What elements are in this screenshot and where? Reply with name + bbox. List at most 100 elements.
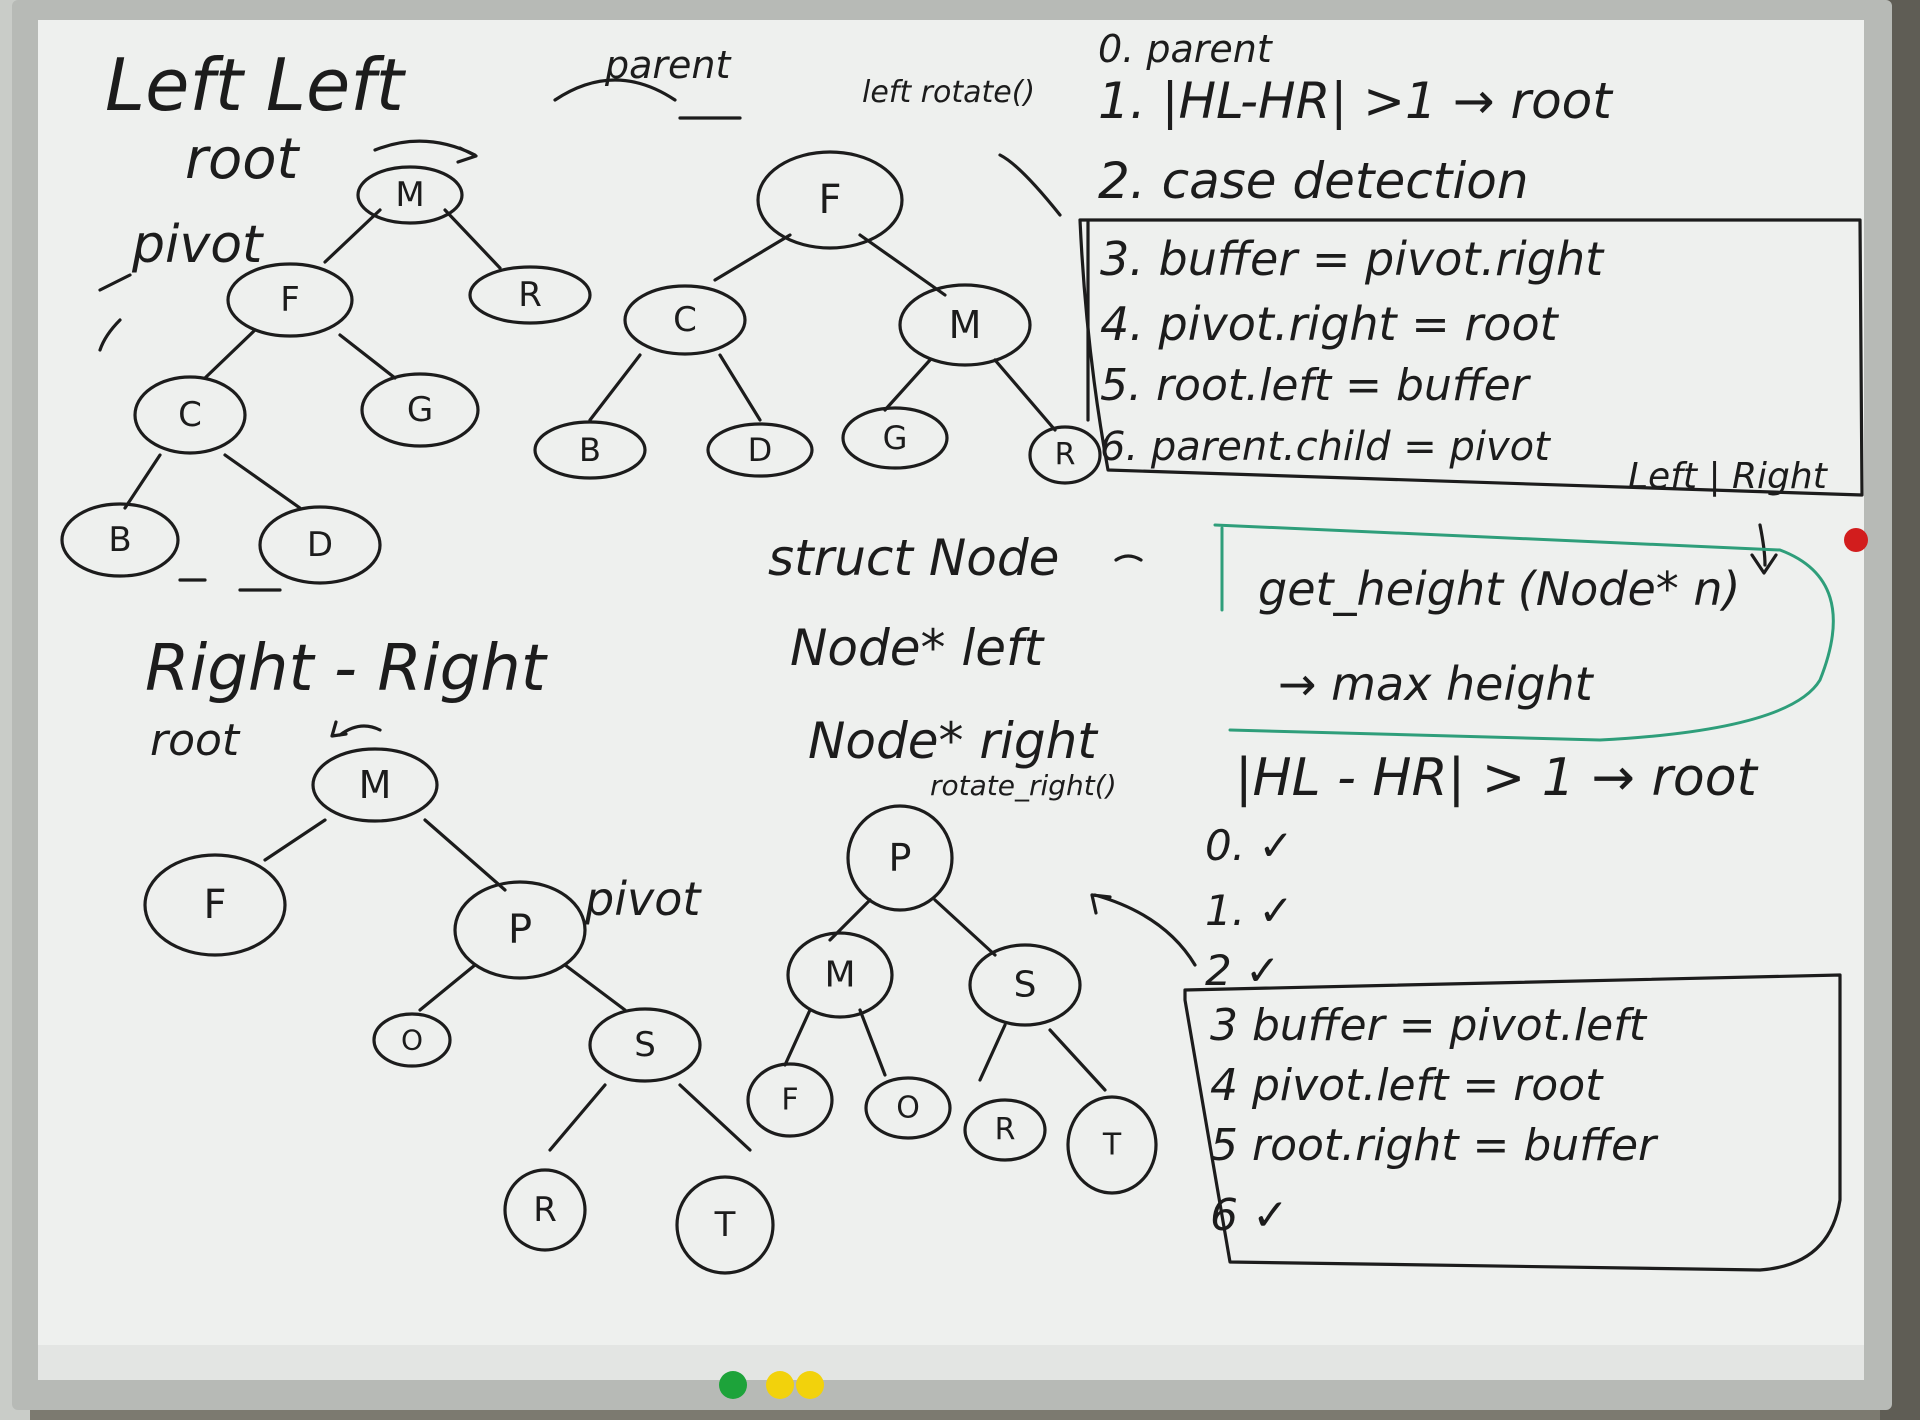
tree-node <box>258 505 382 585</box>
tree-node <box>706 422 814 478</box>
tree-node <box>864 1076 952 1140</box>
tree-node <box>841 406 949 470</box>
node-label: C <box>178 395 202 435</box>
tree-node <box>356 165 464 225</box>
node-label: R <box>995 1113 1016 1148</box>
tree-node <box>311 747 439 823</box>
left-rotate-note: left rotate() <box>862 75 1035 110</box>
pivot-label-bottom: pivot <box>584 872 702 926</box>
node-label: P <box>508 907 532 953</box>
node-label: S <box>634 1025 656 1065</box>
node-label: D <box>748 431 773 469</box>
node-label: T <box>1102 1128 1122 1163</box>
tree-node <box>533 420 647 480</box>
node-label: D <box>307 525 333 565</box>
node-label: R <box>1055 438 1076 473</box>
height-box-outline <box>1213 523 1835 742</box>
step-0-bottom: 0. ✓ <box>1205 821 1294 870</box>
condition-bottom: |HL - HR| > 1 → root <box>1235 748 1759 808</box>
node-label: G <box>407 390 433 430</box>
tree-node <box>746 1062 834 1138</box>
node-label: G <box>883 419 908 457</box>
magnet <box>796 1371 824 1399</box>
node-label: B <box>579 431 601 469</box>
magnet <box>719 1371 747 1399</box>
step-0-top: 0. parent <box>1098 27 1274 71</box>
tree-node <box>226 262 354 338</box>
left-left-after-tree: F C M B D G R <box>533 150 1102 485</box>
step-1-top: 1. |HL-HR| >1 → root <box>1098 72 1614 130</box>
step-3-top: 3. buffer = pivot.right <box>1100 232 1605 286</box>
tree-node <box>898 283 1032 367</box>
node-label: M <box>824 955 855 996</box>
tree-node <box>963 1098 1047 1162</box>
right-right-before-tree: M F P O S R T <box>143 747 775 1275</box>
tree-node <box>143 853 287 957</box>
tree-node <box>1066 1095 1158 1195</box>
right-right-after-tree: P M S F O R T <box>746 804 1158 1195</box>
height-line-1: get_height (Node* n) <box>1258 562 1741 616</box>
node-label: B <box>108 520 131 560</box>
tree-node <box>60 502 180 578</box>
tree-node <box>675 1175 775 1275</box>
node-label: P <box>889 836 912 880</box>
node-label: O <box>896 1091 920 1126</box>
step-1-bottom: 1. ✓ <box>1205 886 1294 935</box>
node-label: F <box>781 1083 798 1118</box>
node-label: F <box>280 280 300 320</box>
tree-node <box>623 284 747 356</box>
steps-bottom-box-outline <box>1183 973 1842 1272</box>
node-label: S <box>1014 965 1037 1006</box>
left-left-title: Left Left <box>105 43 407 127</box>
tree-node <box>372 1012 452 1068</box>
node-label: M <box>359 763 392 807</box>
left-left-after-edges <box>588 233 1057 432</box>
down-arrow-icon <box>1750 523 1778 575</box>
node-label: O <box>401 1024 423 1057</box>
height-line-2: → max height <box>1278 657 1595 711</box>
node-label: F <box>818 177 841 223</box>
tree-node <box>846 804 954 912</box>
pivot-label-top: pivot <box>131 215 264 275</box>
left-left-before-tree: M F R C G B D <box>60 165 592 585</box>
node-label: M <box>949 303 982 347</box>
root-label-top: root <box>185 127 301 192</box>
tree-node <box>968 943 1082 1027</box>
step-5-bottom: 5 root.right = buffer <box>1210 1120 1659 1171</box>
step-2-top: 2. case detection <box>1098 152 1529 210</box>
step-3-bottom: 3 buffer = pivot.left <box>1210 1000 1648 1051</box>
curved-arrow-icon <box>1090 893 1197 967</box>
step-4-bottom: 4 pivot.left = root <box>1210 1060 1604 1111</box>
node-label: C <box>673 300 697 340</box>
right-right-before-edges <box>263 818 752 1152</box>
tree-node <box>468 265 592 325</box>
step-6-bottom: 6 ✓ <box>1210 1190 1289 1241</box>
tree-node <box>133 375 247 455</box>
step-5-top: 5. root.left = buffer <box>1100 360 1532 411</box>
right-right-title: Right - Right <box>145 632 549 706</box>
steps-box-outline <box>1078 218 1864 497</box>
step-4-top: 4. pivot.right = root <box>1100 297 1560 351</box>
struct-line-1: struct Node <box>768 529 1059 587</box>
tree-node <box>756 150 904 250</box>
node-label: T <box>714 1205 736 1245</box>
struct-line-2: Node* left <box>790 619 1046 677</box>
tree-node <box>453 880 587 980</box>
tree-node <box>360 372 480 448</box>
left-right-note: Left | Right <box>1628 456 1829 497</box>
node-label: R <box>518 275 542 315</box>
left-left-before-edges <box>123 208 502 510</box>
arrow-icon <box>373 139 478 164</box>
magnet <box>766 1371 794 1399</box>
node-label: F <box>203 882 226 928</box>
tree-node <box>786 931 894 1019</box>
node-label: M <box>395 175 424 215</box>
step-6-top: 6. parent.child = pivot <box>1100 424 1551 470</box>
tree-node <box>588 1007 702 1083</box>
red-marker-dot <box>1844 528 1868 552</box>
struct-line-3: Node* right <box>808 712 1099 770</box>
node-label: R <box>533 1190 557 1230</box>
tree-node <box>503 1168 587 1252</box>
tree-node <box>1028 425 1102 485</box>
